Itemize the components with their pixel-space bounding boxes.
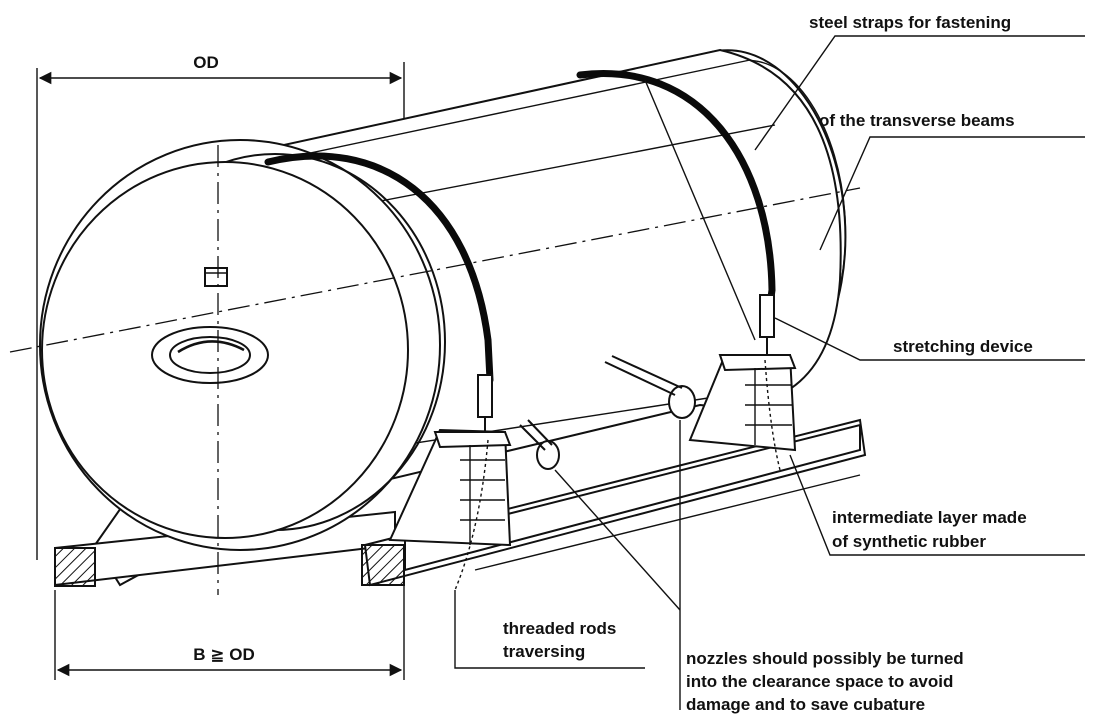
beam-section-right bbox=[361, 544, 405, 586]
base-width-dimension: B ≧ OD bbox=[54, 560, 405, 680]
label-steel-straps-2: of the transverse beams bbox=[819, 111, 1015, 130]
label-threaded-2: traversing bbox=[503, 642, 585, 661]
od-label: OD bbox=[193, 53, 219, 72]
beam-section-left bbox=[54, 547, 96, 587]
label-nozzles-1: nozzles should possibly be turned bbox=[686, 649, 964, 668]
label-nozzles-3: damage and to save cubature bbox=[686, 695, 925, 714]
manhole bbox=[151, 326, 269, 384]
label-intermediate-1: intermediate layer made bbox=[832, 508, 1027, 527]
label-steel-straps-1: steel straps for fastening bbox=[809, 13, 1011, 32]
leader-lines bbox=[454, 35, 1085, 710]
nozzle-flange-rear bbox=[604, 355, 696, 419]
steel-strap-front bbox=[264, 152, 494, 384]
label-stretching-device: stretching device bbox=[893, 337, 1033, 356]
b-od-label: B ≧ OD bbox=[193, 645, 254, 664]
steel-straps bbox=[264, 70, 776, 440]
label-threaded-1: threaded rods bbox=[503, 619, 616, 638]
stretching-device-rear bbox=[759, 294, 775, 338]
label-nozzles-2: into the clearance space to avoid bbox=[686, 672, 953, 691]
head-nozzle bbox=[204, 267, 228, 287]
stretching-device-front bbox=[477, 374, 493, 418]
nozzle-flange-front bbox=[519, 419, 560, 470]
label-intermediate-2: of synthetic rubber bbox=[832, 532, 986, 551]
od-dimension: OD bbox=[36, 53, 405, 560]
front-transverse-beam bbox=[361, 354, 867, 591]
steel-strap-rear bbox=[576, 70, 776, 309]
